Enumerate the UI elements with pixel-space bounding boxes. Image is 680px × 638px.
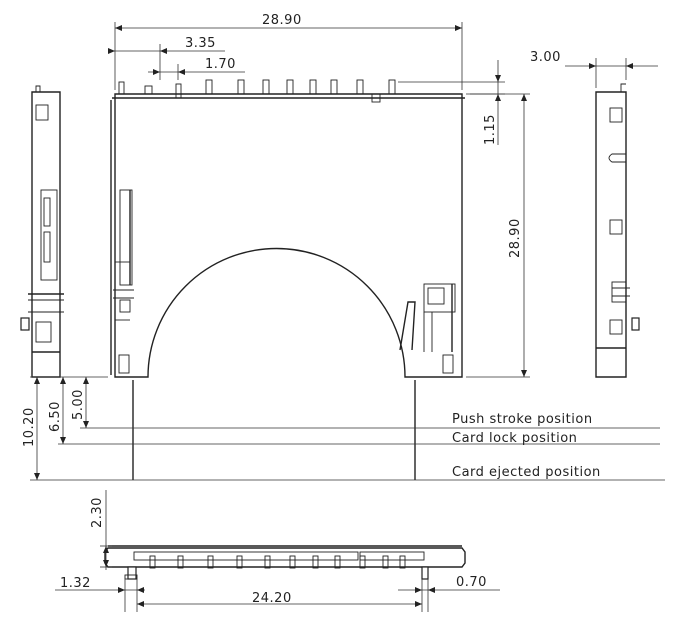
top-contact-pins: [118, 79, 396, 103]
dim-pitch-outer: 3.35: [185, 36, 216, 51]
label-push-stroke: Push stroke position: [452, 412, 593, 427]
dim-bottom-thickness: 2.30: [90, 497, 105, 528]
right-dimensions: 1.15 28.90: [398, 60, 530, 378]
dim-bottom-right-offset: 0.70: [456, 575, 487, 590]
dim-top-width: 28.90: [262, 13, 302, 28]
dim-pin-offset: 1.15: [483, 114, 498, 145]
dim-stroke-lock: 6.50: [48, 401, 63, 432]
dim-bottom-pin-span: 24.20: [252, 591, 292, 606]
right-side-view: [595, 83, 640, 378]
bottom-view: 2.30 1.32 24.20 0.70: [55, 490, 500, 612]
dim-bottom-left-offset: 1.32: [60, 576, 91, 591]
top-dimensions: 28.90 3.35 1.70 3.00: [108, 13, 658, 90]
bottom-contact-pins: [149, 555, 406, 569]
left-latch: [110, 100, 134, 375]
left-side-view: [20, 85, 64, 378]
dim-height: 28.90: [508, 218, 523, 258]
dim-pitch-inner: 1.70: [205, 57, 236, 72]
dim-stroke-eject: 10.20: [22, 407, 37, 447]
dim-side-depth: 3.00: [530, 50, 561, 65]
card-stroke-positions: 5.00 6.50 10.20 Push stroke position Car…: [22, 376, 665, 481]
dim-stroke-push: 5.00: [71, 389, 86, 420]
label-card-ejected: Card ejected position: [452, 465, 601, 480]
eject-spring: [399, 283, 456, 374]
front-view: [110, 79, 465, 378]
label-card-lock: Card lock position: [452, 431, 577, 446]
